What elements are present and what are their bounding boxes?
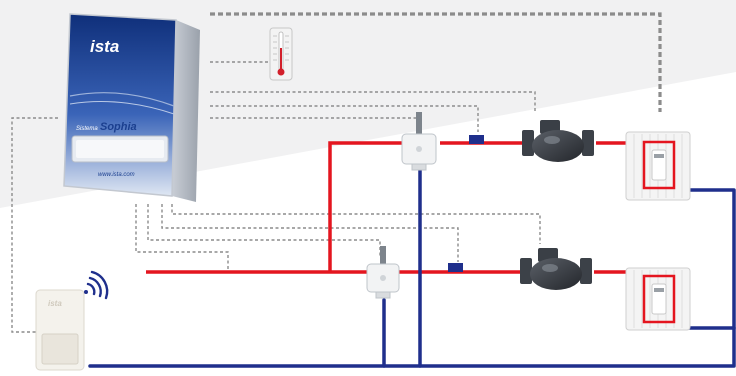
thermometer-icon bbox=[269, 27, 293, 81]
controller-product: Sophia bbox=[100, 121, 137, 133]
wire-controller-room-sensor bbox=[11, 117, 58, 333]
room-sensor-brand: ista bbox=[48, 299, 62, 308]
wire-controller-meter-top bbox=[210, 105, 479, 132]
flow-meter-icon bbox=[469, 135, 484, 144]
room-sensor-icon: ista bbox=[35, 289, 85, 371]
control-cabinet-icon: ista Sistema Sophia www.ista.com bbox=[63, 13, 200, 202]
motorized-valve-icon bbox=[520, 248, 592, 290]
radiator-icon bbox=[625, 267, 691, 331]
radiator-icon bbox=[625, 131, 691, 201]
flow-meter-icon bbox=[448, 263, 463, 272]
wifi-signal-icon bbox=[84, 270, 109, 300]
return-main bbox=[88, 188, 736, 368]
temperature-probe-icon bbox=[366, 246, 400, 299]
controller-product-prefix: Sistema bbox=[76, 126, 98, 132]
wire-controller-radiator bbox=[210, 12, 662, 112]
wire-controller-meter-bottom bbox=[161, 204, 459, 262]
supply-riser bbox=[328, 141, 408, 272]
controller-url: www.ista.com bbox=[98, 172, 135, 178]
wire-controller-valve-bottom bbox=[171, 204, 541, 244]
motorized-valve-icon bbox=[522, 120, 594, 162]
return-pipes bbox=[88, 156, 736, 368]
wire-controller-valve-top bbox=[210, 91, 536, 112]
wire-controller-lower-pipe bbox=[135, 204, 229, 270]
controller-brand: ista bbox=[90, 37, 119, 56]
temperature-probe-icon bbox=[401, 112, 437, 171]
